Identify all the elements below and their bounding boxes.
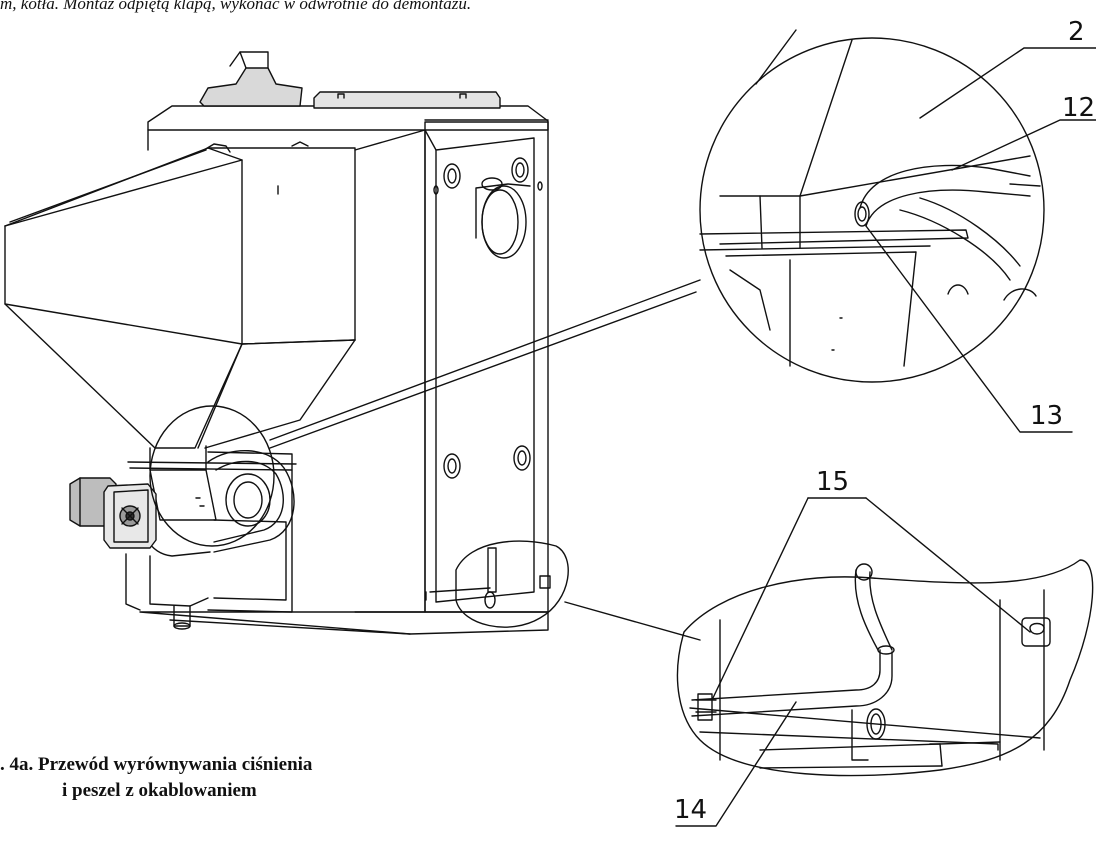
callout-14: 14: [674, 795, 707, 825]
caption-line-1: . 4a. Przewód wyrównywania ciśnienia: [0, 754, 313, 775]
figure-caption: . 4a. Przewód wyrównywania ciśnienia i p…: [0, 752, 312, 804]
leader-2: [919, 47, 1096, 119]
leader-15b: [865, 497, 1031, 633]
caption-line-2: i peszel z okablowaniem: [62, 780, 257, 801]
detail-view-upper: [699, 29, 1045, 383]
leader-12: [951, 119, 1096, 171]
callout-12: 12: [1062, 93, 1095, 123]
callout-15: 15: [816, 467, 849, 497]
leader-15a: [711, 497, 809, 701]
callout-13: 13: [1030, 401, 1063, 431]
detail-circle-upper: [149, 405, 275, 547]
leader-line-upper: [269, 279, 701, 441]
leader-13: [865, 225, 1073, 433]
callout-2: 2: [1068, 17, 1085, 47]
header-text: m, kotła. Montaż odpiętą klapą, wykonać …: [0, 0, 472, 13]
detail-circle-lower: [455, 540, 569, 628]
leader-line-lower: [564, 601, 701, 641]
leader-14: [675, 701, 797, 827]
detail-view-lower: [676, 559, 1094, 777]
boiler-body: [4, 51, 551, 635]
